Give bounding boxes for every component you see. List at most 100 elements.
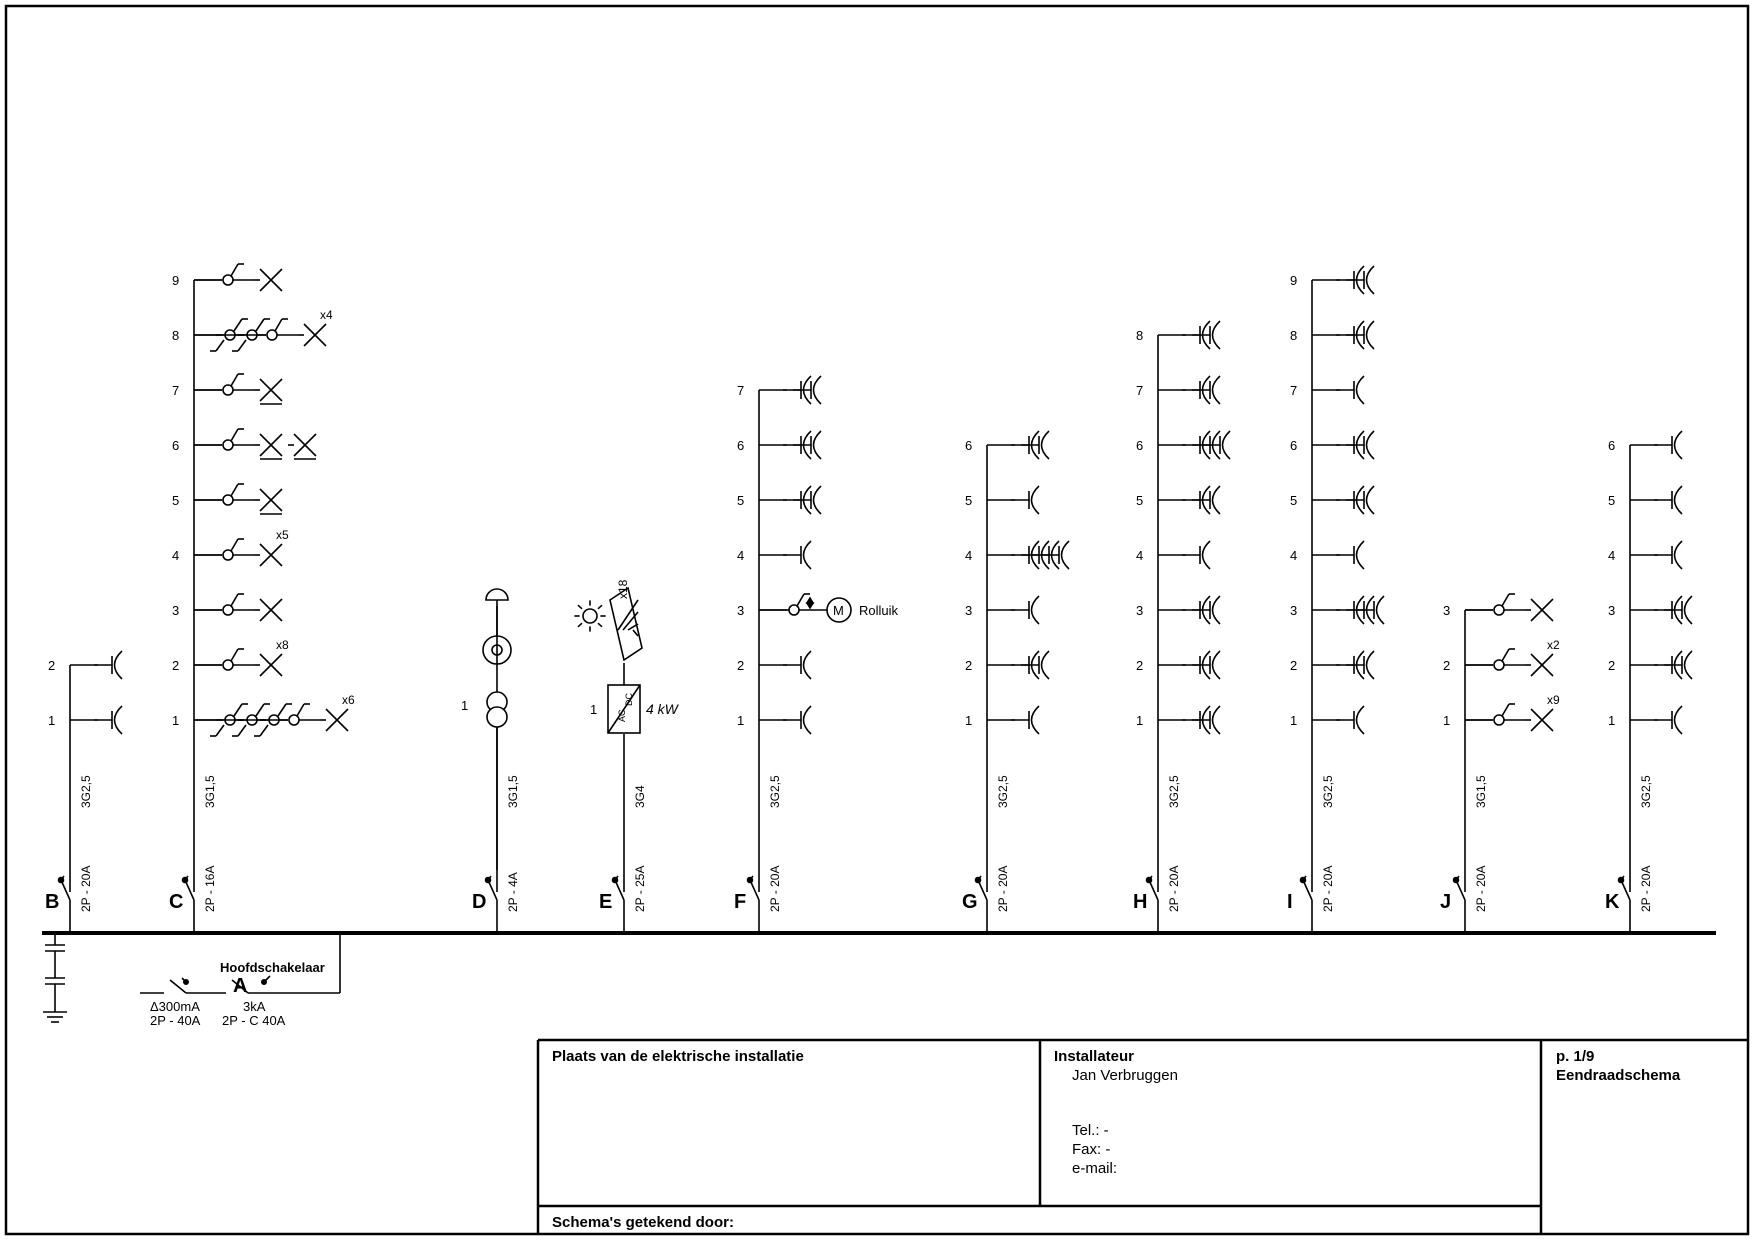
branch-number: 5 <box>1136 493 1143 508</box>
inverter-power: 4 kW <box>646 701 680 717</box>
branch-k-3: 3 <box>1608 595 1693 625</box>
branch-number: 2 <box>48 658 55 673</box>
branch-number: 4 <box>1608 548 1615 563</box>
branch-h-8: 8 <box>1136 320 1221 350</box>
multiplier-label: x8 <box>276 638 289 652</box>
cable-type: 3G2,5 <box>1321 775 1335 808</box>
branch-number: 1 <box>1443 713 1450 728</box>
branch-number: 6 <box>1290 438 1297 453</box>
page-number: p. 1/9 <box>1556 1048 1594 1065</box>
branch-j-2: 2x2 <box>1443 638 1560 677</box>
multiplier-label: x9 <box>1547 693 1560 707</box>
installer-title: Installateur <box>1054 1048 1134 1065</box>
branch-number: 7 <box>737 383 744 398</box>
cable-type: 3G4 <box>633 785 647 808</box>
branch-number: 2 <box>1608 658 1615 673</box>
cable-type: 3G1,5 <box>506 775 520 808</box>
main-diff-poles: 2P - 40A <box>150 1013 201 1028</box>
branch-number: 7 <box>1290 383 1297 398</box>
branch-c-2: 2x8 <box>172 638 289 677</box>
branch-number: 1 <box>1136 713 1143 728</box>
breaker-rating: 2P - 20A <box>1167 866 1181 912</box>
branch-f-5: 5 <box>737 485 822 515</box>
branch-h-2: 2 <box>1136 650 1221 680</box>
branch-number: 6 <box>1608 438 1615 453</box>
branch-k-5: 5 <box>1608 485 1683 515</box>
main-switch-letter: A <box>233 975 247 997</box>
branch-number: 8 <box>1136 328 1143 343</box>
branch-number: 4 <box>737 548 744 563</box>
branch-number: 2 <box>737 658 744 673</box>
main-breaker-poles: 2P - C 40A <box>222 1013 286 1028</box>
circuit-letter: F <box>734 891 746 913</box>
branch-number: 5 <box>1290 493 1297 508</box>
branch-number: 1 <box>737 713 744 728</box>
branch-f-7: 7 <box>737 375 822 405</box>
branch-i-7: 7 <box>1290 375 1365 405</box>
breaker-rating: 2P - 20A <box>768 866 782 912</box>
branch-number: 3 <box>737 603 744 618</box>
cable-type: 3G2,5 <box>1167 775 1181 808</box>
rolluik-label: Rolluik <box>859 603 899 618</box>
breaker-rating: 2P - 16A <box>203 866 217 912</box>
branch-number: 3 <box>965 603 972 618</box>
branch-number: 9 <box>172 273 179 288</box>
branch-number: 3 <box>1608 603 1615 618</box>
branch-number: 5 <box>965 493 972 508</box>
branch-number: 2 <box>1443 658 1450 673</box>
multiplier-label: x6 <box>342 693 355 707</box>
cable-type: 3G2,5 <box>768 775 782 808</box>
branch-number: 1 <box>48 713 55 728</box>
circuit-letter: H <box>1133 891 1147 913</box>
branch-number: 5 <box>737 493 744 508</box>
branch-b-1: 1 <box>48 705 123 735</box>
branch-number: 9 <box>1290 273 1297 288</box>
branch-number: 2 <box>1290 658 1297 673</box>
branch-g-3: 3 <box>965 595 1040 625</box>
branch-h-5: 5 <box>1136 485 1221 515</box>
breaker-rating: 2P - 20A <box>1639 866 1653 912</box>
circuit-letter: J <box>1440 891 1451 913</box>
branch-c-3: 3 <box>172 593 283 622</box>
branch-i-8: 8 <box>1290 320 1375 350</box>
branch-number: 1 <box>590 702 597 717</box>
main-diff-rating: Δ300mA <box>150 999 200 1014</box>
branch-number: 7 <box>1136 383 1143 398</box>
title-block <box>536 1038 1748 1234</box>
branch-number: 3 <box>172 603 179 618</box>
installer-fax: Fax: - <box>1072 1141 1110 1158</box>
branch-c-1: 1x6 <box>172 693 355 737</box>
pv-panel-count: x18 <box>616 579 630 599</box>
breaker-rating: 2P - 20A <box>1474 866 1488 912</box>
branch-b-2: 2 <box>48 650 123 680</box>
breaker-rating: 2P - 20A <box>996 866 1010 912</box>
branch-f-4: 4 <box>737 540 812 570</box>
branch-number: 3 <box>1290 603 1297 618</box>
branch-c-8: 8x4 <box>172 308 333 352</box>
branch-g-2: 2 <box>965 650 1050 680</box>
branch-i-6: 6 <box>1290 430 1375 460</box>
branch-number: 4 <box>1290 548 1297 563</box>
cable-type: 3G1,5 <box>1474 775 1488 808</box>
branch-i-3: 3 <box>1290 595 1385 625</box>
main-breaker-kA: 3kA <box>243 999 266 1014</box>
cable-type: 3G2,5 <box>1639 775 1653 808</box>
installer-email: e-mail: <box>1072 1160 1117 1177</box>
branch-c-7: 7 <box>172 373 283 405</box>
main-switch-A <box>140 933 341 994</box>
branch-number: 1 <box>1290 713 1297 728</box>
circuit-letter: B <box>45 891 59 913</box>
branch-number: 8 <box>1290 328 1297 343</box>
branch-g-1: 1 <box>965 705 1040 735</box>
branch-j-1: 1 x9 <box>1443 693 1560 732</box>
